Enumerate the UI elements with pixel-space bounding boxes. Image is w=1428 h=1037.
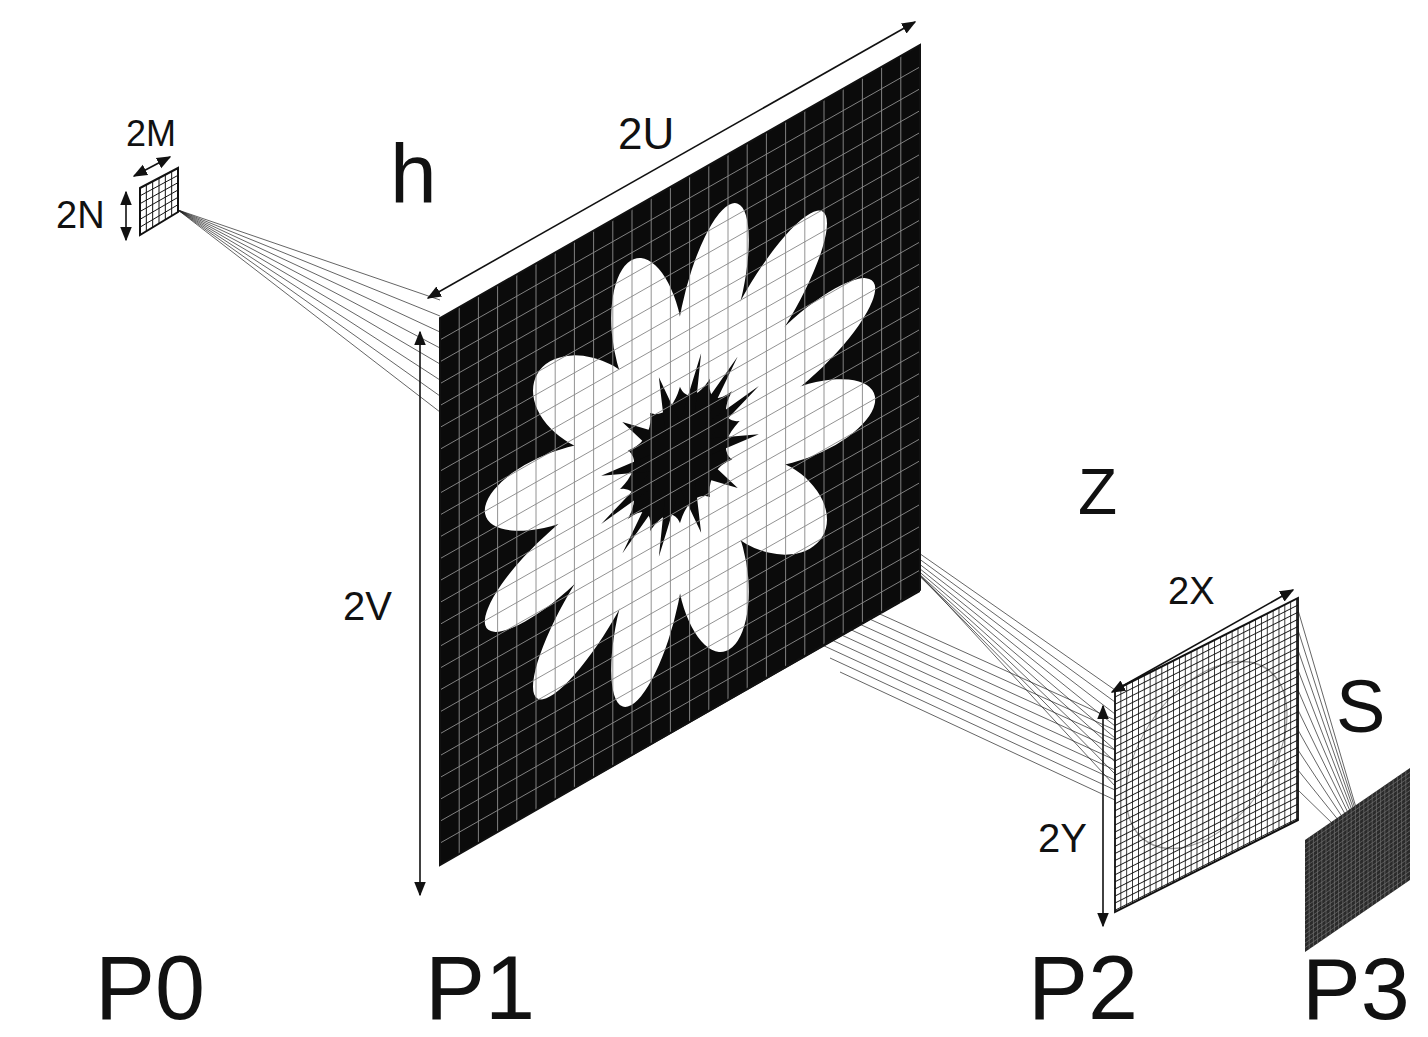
source-plane <box>140 168 178 235</box>
dimension-label: 2X <box>1168 572 1214 610</box>
plane-label: P2 <box>1028 943 1138 1033</box>
plane-label: P3 <box>1302 945 1410 1033</box>
dimension-label: 2N <box>56 196 105 234</box>
dimension-label: 2V <box>343 586 392 626</box>
mask-plane <box>440 45 920 865</box>
plane-label: P0 <box>95 943 205 1033</box>
dimension-label: 2Y <box>1038 818 1087 858</box>
dimension-label: 2M <box>126 116 176 152</box>
dimension-label: 2U <box>618 112 674 156</box>
sensor-plane <box>1305 768 1410 952</box>
dimension-label: h <box>390 132 437 216</box>
dimension-label: Z <box>1078 460 1117 524</box>
dimension-arrows <box>126 22 1293 926</box>
detector-plane <box>1115 598 1298 912</box>
plane-label: P1 <box>425 943 535 1033</box>
dimension-label: S <box>1336 670 1385 744</box>
